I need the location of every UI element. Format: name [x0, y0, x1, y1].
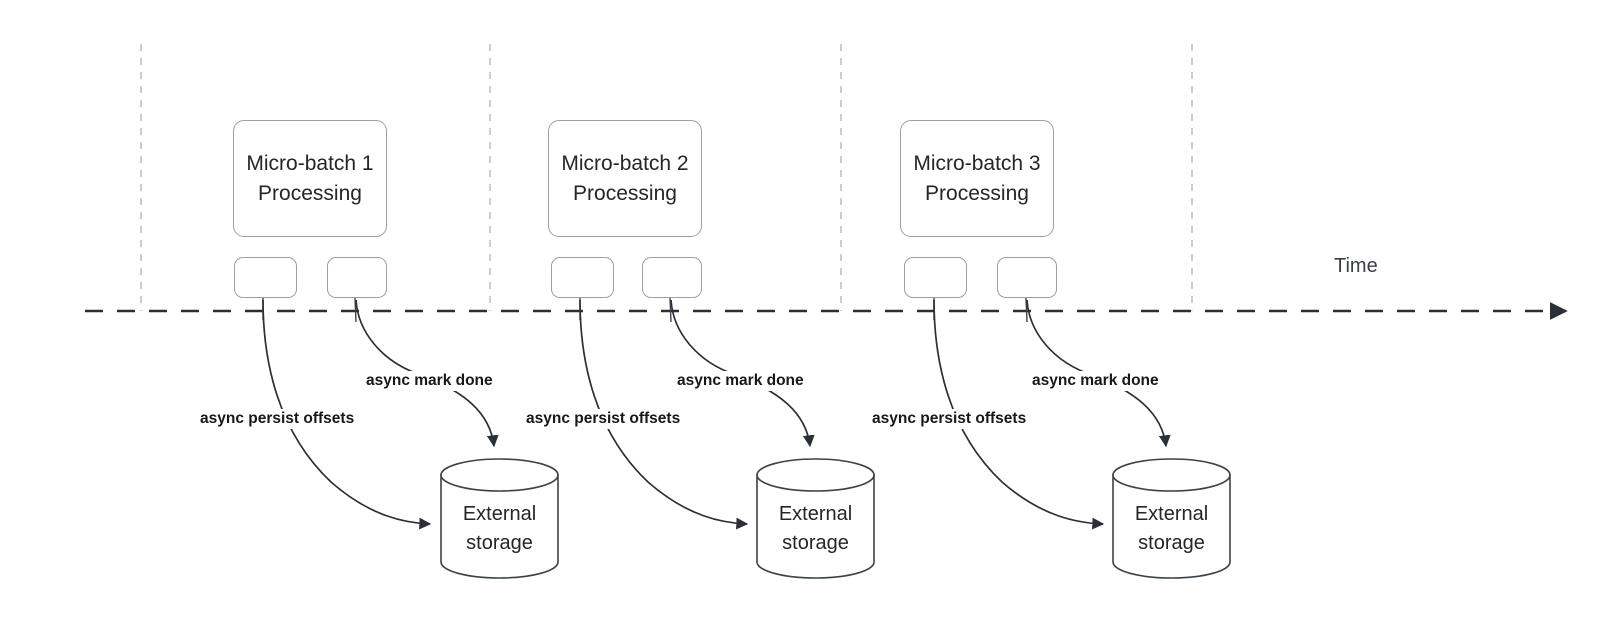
- micro-batch-3-box[interactable]: Micro-batch 3 Processing: [900, 120, 1054, 237]
- task-box-2a[interactable]: [551, 257, 614, 298]
- task-box-2b[interactable]: [642, 257, 702, 298]
- task-box-1b[interactable]: [327, 257, 387, 298]
- edge-label-async-mark-done-2: async mark done: [675, 371, 806, 392]
- external-storage-2-shape: [756, 458, 875, 579]
- micro-batch-2-box[interactable]: Micro-batch 2 Processing: [548, 120, 702, 237]
- task-box-3b[interactable]: [997, 257, 1057, 298]
- task-stem-3b: [1025, 297, 1028, 323]
- edge-label-async-persist-offsets-3: async persist offsets: [870, 409, 1029, 430]
- task-stem-1b: [354, 297, 357, 323]
- edge-async-persist-offsets-2: [579, 299, 749, 530]
- storage-cylinders: [440, 458, 1231, 579]
- external-storage-3-shape: [1112, 458, 1231, 579]
- micro-batch-3-label: Micro-batch 3 Processing: [913, 151, 1041, 205]
- edge-label-async-mark-done-1: async mark done: [364, 371, 495, 392]
- task-box-3a[interactable]: [904, 257, 967, 298]
- external-storage-1-shape: [440, 458, 559, 579]
- edge-label-async-persist-offsets-1: async persist offsets: [198, 409, 357, 430]
- micro-batch-1-label: Micro-batch 1 Processing: [246, 151, 374, 205]
- timeline-guides: [140, 44, 1193, 311]
- edge-async-persist-offsets-1: [262, 299, 432, 530]
- time-axis-label: Time: [1334, 255, 1378, 277]
- async-edges: [262, 299, 1171, 530]
- edge-label-async-mark-done-3: async mark done: [1030, 371, 1161, 392]
- micro-batch-2-label: Micro-batch 2 Processing: [561, 151, 689, 205]
- micro-batch-1-box[interactable]: Micro-batch 1 Processing: [233, 120, 387, 237]
- edge-label-async-persist-offsets-2: async persist offsets: [524, 409, 683, 430]
- task-box-1a[interactable]: [234, 257, 297, 298]
- edge-async-persist-offsets-3: [933, 299, 1105, 530]
- task-stem-2b: [669, 297, 672, 323]
